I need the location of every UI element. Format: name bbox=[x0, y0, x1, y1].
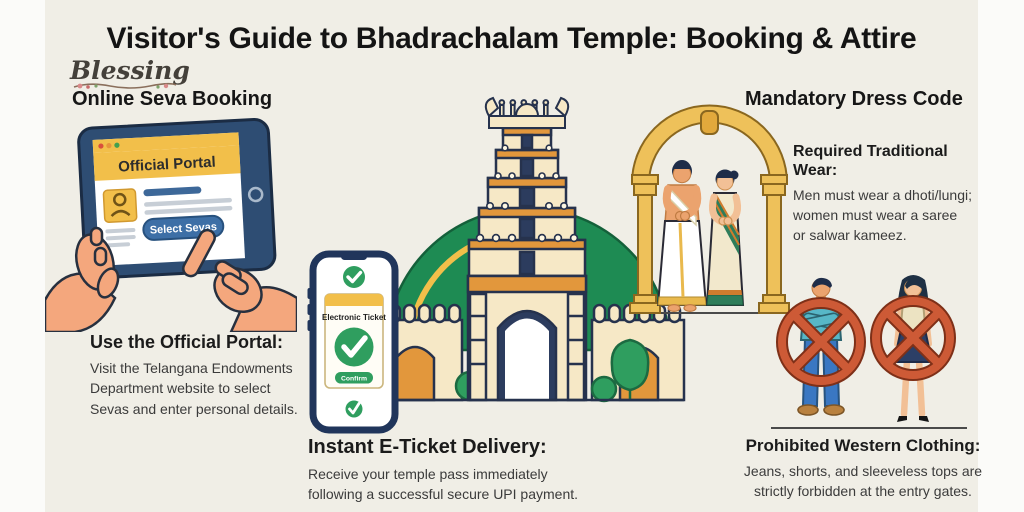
home-button-icon bbox=[247, 186, 264, 203]
required-wear-heading-line: Wear: bbox=[793, 161, 838, 179]
prohibited-heading: Prohibited Western Clothing: bbox=[745, 436, 981, 455]
gopuram-dome-ornaments bbox=[475, 144, 579, 243]
checkmark-icon-small bbox=[345, 400, 363, 418]
required-wear-line: Men must wear a dhoti/lungi; bbox=[793, 186, 972, 203]
portal-step-heading: Use the Official Portal: bbox=[90, 332, 284, 352]
browser-dot-orange bbox=[106, 143, 112, 149]
eticket-step-line: following a successful secure UPI paymen… bbox=[308, 486, 579, 503]
browser-dot-red bbox=[98, 143, 104, 149]
portal-step-line: Sevas and enter personal details. bbox=[90, 400, 298, 417]
online-seva-booking-heading: Online Seva Booking bbox=[72, 88, 273, 110]
logo-flourish-icon bbox=[73, 82, 177, 89]
man-in-dhoti bbox=[656, 160, 708, 313]
checkmark-icon bbox=[343, 266, 365, 288]
prohibited-clothing: Prohibited Western Clothing: Jeans, shor… bbox=[728, 436, 998, 502]
text-line bbox=[105, 227, 136, 234]
phone-side-button bbox=[307, 320, 312, 331]
phone-side-button bbox=[307, 304, 312, 315]
form-field-bar bbox=[143, 186, 202, 197]
gopuram-tower bbox=[467, 126, 587, 278]
phone-side-button bbox=[307, 288, 312, 299]
required-wear: Required Traditional Wear: Men must wear… bbox=[793, 143, 983, 246]
text-line bbox=[144, 205, 233, 215]
gopuram-crown bbox=[484, 96, 570, 129]
eticket-step-heading: Instant E-Ticket Delivery: bbox=[308, 436, 547, 458]
confirm-label: Confirm bbox=[341, 376, 367, 383]
required-wear-line: women must wear a saree bbox=[793, 207, 958, 224]
text-line bbox=[105, 234, 136, 241]
traditional-couple-illustration bbox=[629, 104, 790, 314]
eticket-card-header bbox=[325, 294, 383, 306]
browser-dot-green bbox=[114, 142, 120, 148]
prohibited-line: strictly forbidden at the entry gates. bbox=[754, 483, 972, 500]
pointing-hand bbox=[182, 228, 297, 332]
tablet-booking-illustration: Official Portal Select Sevas bbox=[45, 118, 297, 332]
mandatory-dress-code-heading: Mandatory Dress Code bbox=[745, 88, 963, 110]
eticket-step: Instant E-Ticket Delivery: Receive your … bbox=[308, 436, 608, 505]
prohibited-clothing-illustration bbox=[771, 275, 967, 429]
text-line bbox=[106, 242, 131, 248]
infographic-content: Visitor's Guide to Bhadrachalam Temple: … bbox=[45, 0, 982, 512]
required-wear-heading-line: Required Traditional bbox=[793, 143, 948, 160]
eticket-step-line: Receive your temple pass immediately bbox=[308, 466, 548, 482]
left-hand bbox=[45, 226, 120, 332]
blessing-logo-text: Blessing bbox=[70, 56, 190, 85]
page-title: Visitor's Guide to Bhadrachalam Temple: … bbox=[106, 22, 917, 55]
phone-eticket-illustration: Electronic Ticket Confirm bbox=[307, 250, 399, 434]
portal-step-line: Department website to select bbox=[90, 380, 271, 397]
checkmark-icon-large bbox=[334, 327, 374, 367]
phone-notch bbox=[341, 253, 367, 260]
prohibition-icon bbox=[870, 295, 956, 381]
confirm-button bbox=[335, 372, 373, 384]
official-portal-label: Official Portal bbox=[118, 154, 216, 176]
user-icon bbox=[110, 192, 131, 217]
blessing-logo: Blessing bbox=[70, 56, 190, 91]
golden-arch bbox=[629, 104, 790, 314]
electronic-ticket-label: Electronic Ticket bbox=[322, 313, 386, 322]
text-line bbox=[144, 197, 232, 207]
portal-step: Use the Official Portal: Visit the Telan… bbox=[90, 332, 350, 419]
temple-gopuram-illustration bbox=[368, 96, 686, 403]
woman-in-saree bbox=[705, 169, 745, 306]
temple-gate bbox=[466, 274, 588, 402]
prohibited-line: Jeans, shorts, and sleeveless tops are bbox=[743, 463, 983, 479]
portal-step-line: Visit the Telangana Endowments bbox=[90, 360, 293, 376]
prohibition-icon bbox=[776, 297, 866, 387]
required-wear-line: or salwar kameez. bbox=[793, 227, 907, 244]
